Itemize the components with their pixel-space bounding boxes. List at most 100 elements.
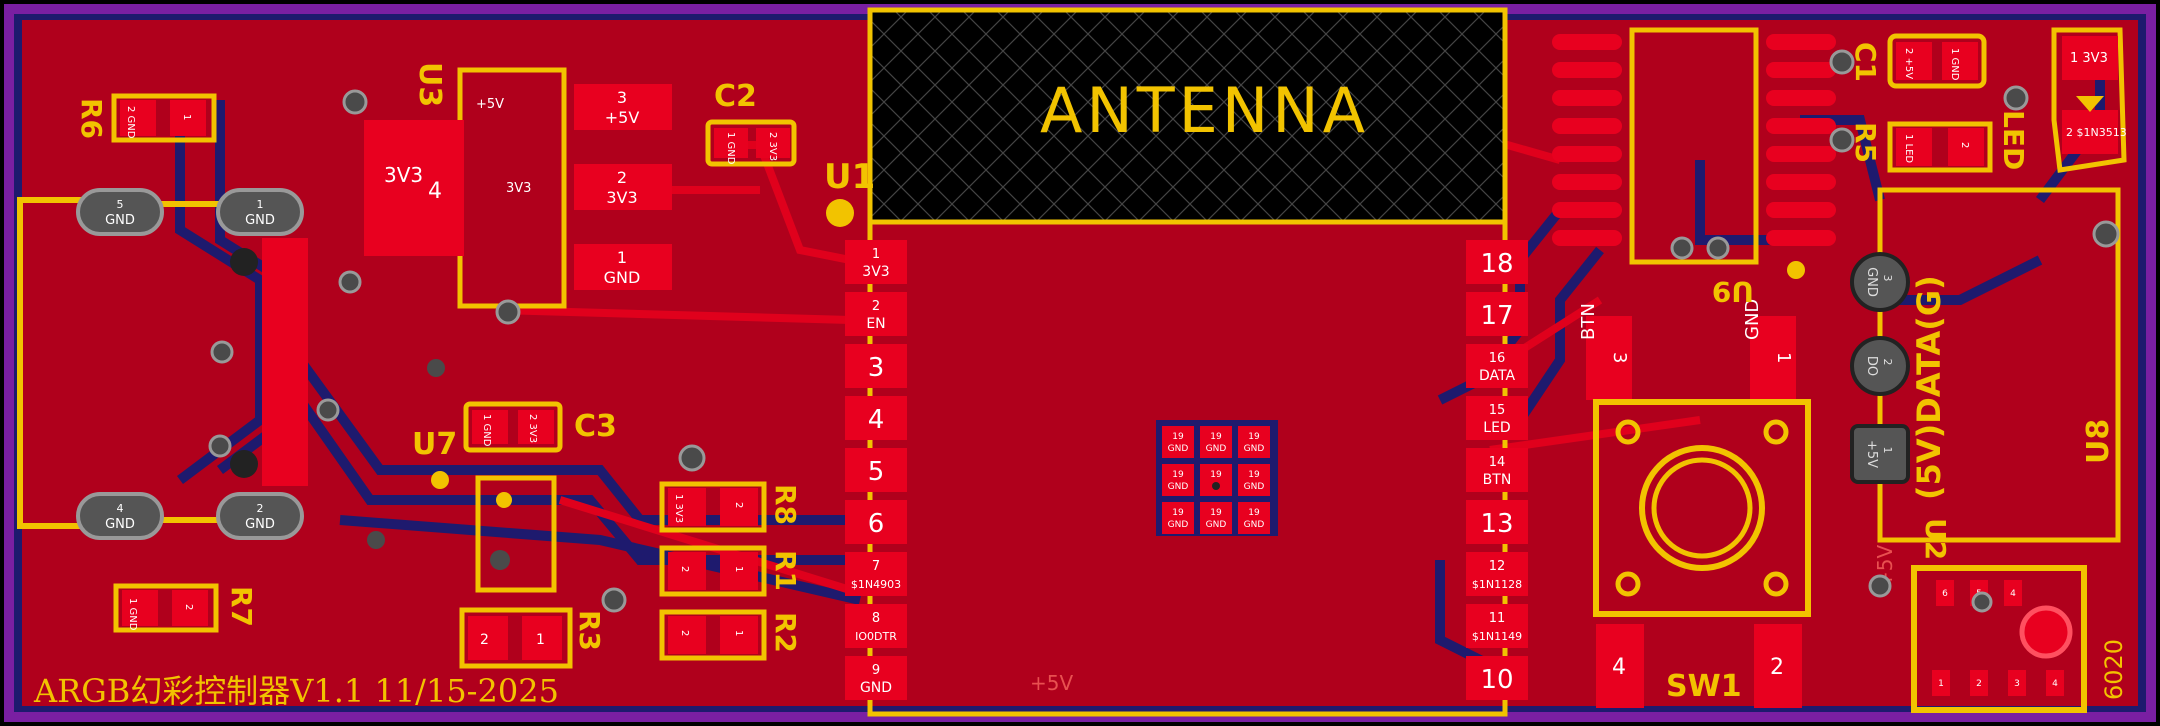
u1-left-pin-1: [845, 240, 907, 284]
chip-pin-pad: [1766, 90, 1836, 106]
u7-pin-1: 1: [536, 632, 545, 648]
u1-gnd-pad-name: GND: [1244, 444, 1265, 454]
u8-pad-3: [1850, 252, 1910, 312]
r8-pin2: 2: [733, 502, 744, 508]
u1-left-pin-num: 7: [872, 559, 880, 574]
u1-gnd-pad: [1200, 502, 1232, 534]
led-ref: LED: [1997, 110, 2030, 170]
u1-gnd-pad-num: 19: [1172, 470, 1184, 480]
usb-pad-2: [216, 492, 304, 540]
u1-gnd-pad-name: GND: [1244, 520, 1265, 530]
u1-gnd-pad-num: 19: [1210, 470, 1222, 480]
r5-resistor: R5 1 LED 2: [1829, 85, 2029, 173]
u1-gnd-pad-num: 19: [1248, 470, 1260, 480]
chip-pin-pad: [1766, 174, 1836, 190]
usb-pad-4: [76, 492, 164, 540]
u1-gnd-pad-num: 19: [1248, 508, 1260, 518]
u1-right-pin-num: 11: [1489, 611, 1506, 626]
u1-gnd-pad-name: GND: [1168, 482, 1189, 492]
u1-left-pin-num: 5: [868, 457, 885, 487]
led-indicator: LED 1 3V3 2 $1N3513: [1997, 27, 2127, 173]
u8-pad-num: 1: [1881, 447, 1894, 454]
u2-pin-num: 2: [1976, 679, 1982, 689]
u1-right-pins: 181716DATA15LED14BTN1312$1N112811$1N1149…: [1466, 240, 1528, 700]
usb-pad-num: 2: [257, 502, 264, 515]
u1-left-pin-num: 8: [872, 611, 880, 626]
u1-left-pin-num: 6: [868, 509, 885, 539]
u1-right-pin-num: 13: [1480, 509, 1513, 539]
u8-label: (5V)DATA(G): [1910, 275, 1948, 500]
sw1-pin2: 2: [1770, 655, 1784, 680]
u1-left-pin-num: 1: [872, 247, 880, 262]
u1-left-pin-9: [845, 656, 907, 700]
u1-right-pin-17: [1466, 292, 1528, 336]
u1-right-pin-num: 17: [1480, 301, 1513, 331]
u3-pin-num: 1: [617, 248, 627, 267]
u1-gnd-pad-name: GND: [1206, 520, 1227, 530]
u9-btn-num: 3: [1609, 352, 1630, 363]
u1-ref: U1: [824, 157, 875, 197]
c2-pin1: 1 GND: [725, 132, 736, 165]
u1-right-pin-num: 12: [1489, 559, 1506, 574]
u1-left-pin-name: 3V3: [862, 264, 889, 280]
u1-gnd-pad: [1162, 464, 1194, 496]
u1-right-pin-name: $1N1149: [1472, 630, 1522, 643]
sw1-ref: SW1: [1666, 669, 1742, 704]
u1-right-pin-13: [1466, 500, 1528, 544]
u3-pin-name: GND: [604, 268, 641, 287]
sw1-switch[interactable]: 4 2 SW1: [1593, 399, 1811, 708]
u3-net-3v3: 3V3: [506, 181, 531, 196]
c1-ref: C1: [1849, 42, 1882, 82]
u2-pin-bottom: [1970, 670, 1988, 696]
c3-ref: C3: [574, 409, 617, 444]
u2-pin-num: 4: [2010, 589, 2016, 599]
u1-5v-net: +5V: [1030, 671, 1073, 695]
u1-gnd-pad: [1238, 464, 1270, 496]
c1-pin1: 2 +5V: [1903, 48, 1914, 79]
r8-ref: R8: [769, 484, 802, 525]
u1-right-pin-16: [1466, 344, 1528, 388]
u2-pin-num: 4: [2052, 679, 2058, 689]
bottom-traces: [175, 60, 2105, 685]
u3-tab-name: 3V3: [384, 163, 423, 187]
r3-ref: R3: [573, 610, 606, 651]
u1-left-pin-8: [845, 604, 907, 648]
u2-pin-top: [2004, 580, 2022, 606]
r1-ref: R1: [769, 550, 802, 591]
u1-right-pin-14: [1466, 448, 1528, 492]
c3-pin1: 1 GND: [481, 414, 492, 447]
u1-right-pin-15: [1466, 396, 1528, 440]
u1-gnd-pad-num: 19: [1248, 432, 1260, 442]
usb-pad-5: [76, 188, 164, 236]
u3-net-5v: +5V: [476, 97, 504, 112]
chip-pin-pad: [1552, 34, 1622, 50]
c3-pin2: 2 3V3: [527, 414, 538, 443]
chip-pin-pad: [1766, 202, 1836, 218]
u1-right-pin-name: BTN: [1483, 472, 1512, 488]
chip-pin-pad: [1552, 146, 1622, 162]
u1-gnd-pad-num: 19: [1210, 508, 1222, 518]
u8-pad-1: [1850, 424, 1910, 484]
u1-right-pin-12: [1466, 552, 1528, 596]
chip-pin-pad: [1552, 90, 1622, 106]
u1-right-pin-10: [1466, 656, 1528, 700]
r5-pin1: 1 LED: [1903, 134, 1914, 163]
u2-pin-top: [1936, 580, 1954, 606]
r5-ref: R5: [1849, 122, 1882, 163]
u2-pin-bottom: [2046, 670, 2064, 696]
u1-left-pin-3: [845, 344, 907, 388]
u3-pin-name: 3V3: [606, 188, 637, 207]
u2-ref: U2: [1919, 518, 1952, 560]
r1-resistor: R1 2 1: [659, 545, 802, 597]
u9-ref: U9: [1712, 275, 1754, 308]
u2-pin-bottom: [2008, 670, 2026, 696]
u1-left-pin-name: GND: [860, 680, 892, 696]
u3-pin-num: 2: [617, 168, 627, 187]
board-title: ARGB幻彩控制器V1.1 11/15-2025: [33, 672, 559, 710]
u1-left-pin-5: [845, 448, 907, 492]
led-pin2: 2 $1N3513: [2066, 126, 2127, 139]
u8-pad-num: 2: [1881, 359, 1894, 366]
u9-gnd-num: 1: [1773, 352, 1794, 363]
